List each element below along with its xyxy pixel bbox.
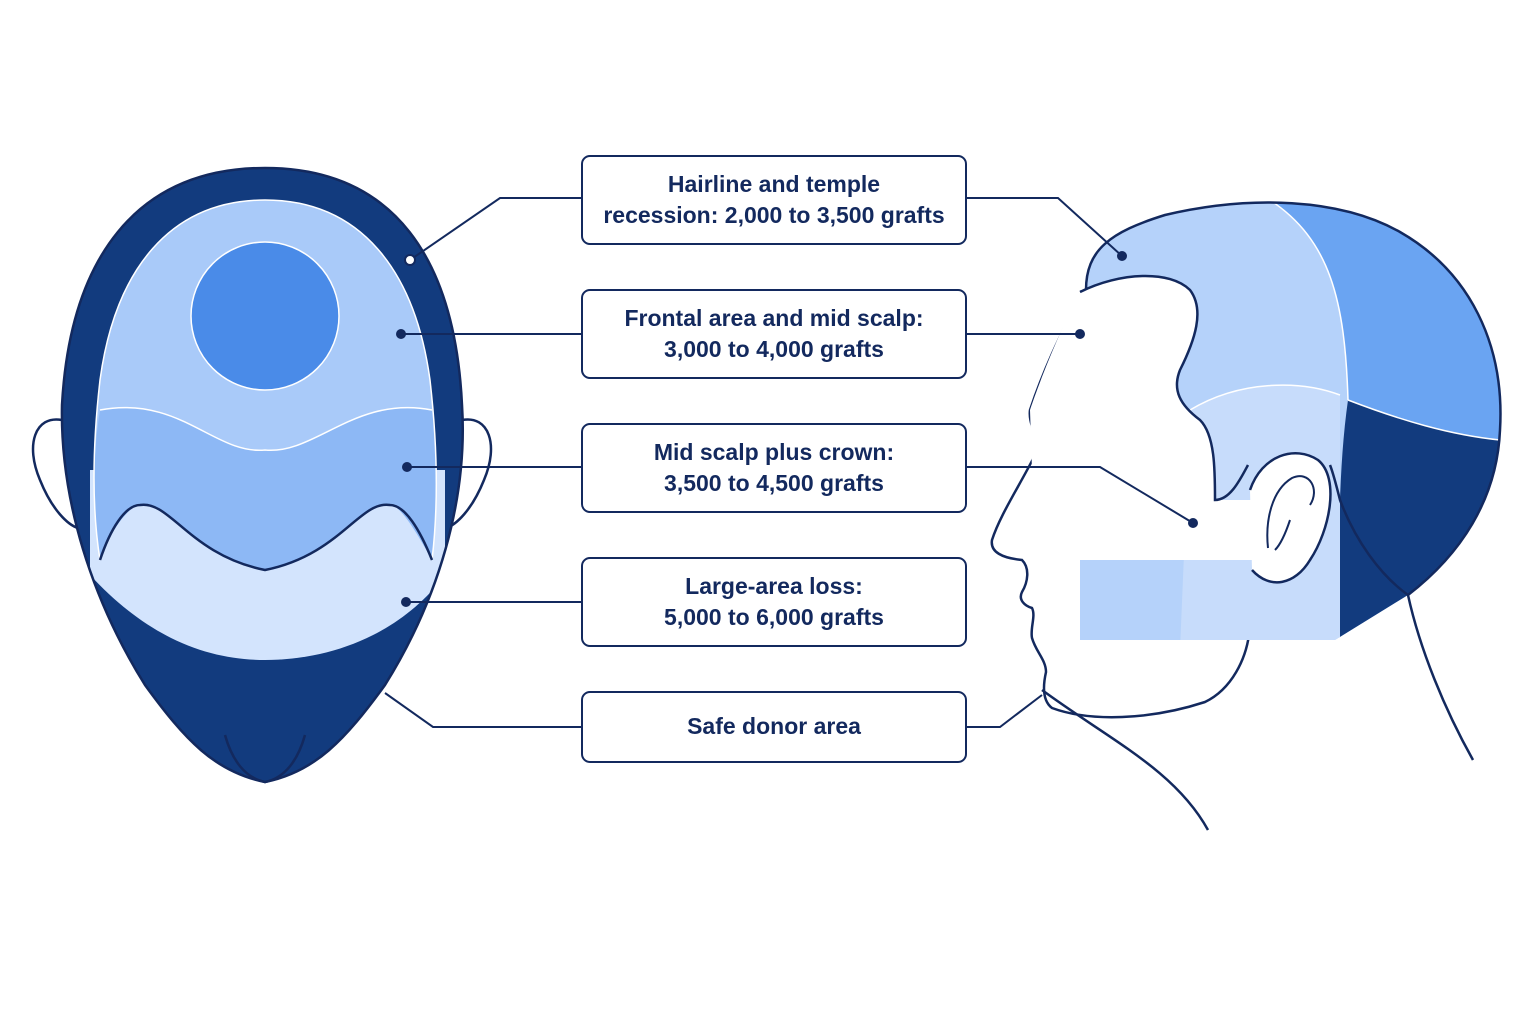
connector-hairline-right: [967, 197, 1123, 257]
label-donor-line1: Safe donor area: [687, 713, 861, 740]
label-midscalp-line1: Mid scalp plus crown:: [653, 438, 895, 465]
top-crown-circle: [190, 241, 340, 391]
side-neck-front: [1041, 688, 1210, 831]
side-scalp-outline: [1084, 201, 1502, 597]
connector-donor-left: [384, 692, 581, 728]
label-hairline-line1: Hairline and temple: [667, 170, 881, 197]
dot-hairline-side: [1117, 251, 1127, 261]
dot-frontal-top: [396, 329, 406, 339]
side-ear: [1248, 452, 1332, 584]
side-forehead-skin: [1030, 275, 1252, 560]
dot-frontal-side: [1075, 329, 1085, 339]
side-neck-back: [1406, 594, 1475, 761]
label-safe-donor-area: Safe donor area: [581, 691, 967, 763]
label-frontal-mid-scalp: Frontal area and mid scalp: 3,000 to 4,0…: [581, 289, 967, 379]
label-mid-scalp-crown: Mid scalp plus crown: 3,500 to 4,500 gra…: [581, 423, 967, 513]
label-largearea-line2: 5,000 to 6,000 grafts: [664, 604, 884, 630]
left-ear: [31, 418, 79, 530]
label-frontal-line2: 3,000 to 4,000 grafts: [664, 336, 884, 362]
dot-hairline-top: [404, 254, 416, 266]
top-frontal-zone: [94, 407, 437, 570]
label-frontal-line1: Frontal area and mid scalp:: [624, 304, 924, 331]
connector-donor-right: [967, 694, 1043, 728]
connector-midscalp-right: [967, 466, 1194, 524]
connector-lines: [384, 197, 1194, 728]
side-view-head: [990, 199, 1502, 831]
top-view-nose: [223, 734, 307, 784]
label-largearea-line1: Large-area loss:: [685, 572, 863, 599]
connector-dots: [396, 251, 1198, 607]
connector-hairline-left: [409, 197, 581, 261]
top-view-head: [31, 166, 493, 784]
label-hairline-line2: recession: 2,000 to 3,500 grafts: [603, 202, 945, 228]
dot-midscalp-side: [1188, 518, 1198, 528]
dot-largearea-top: [401, 597, 411, 607]
label-midscalp-line2: 3,500 to 4,500 grafts: [664, 470, 884, 496]
label-large-area-loss: Large-area loss: 5,000 to 6,000 grafts: [581, 557, 967, 647]
dot-midscalp-top: [402, 462, 412, 472]
label-hairline-temple: Hairline and temple recession: 2,000 to …: [581, 155, 967, 245]
